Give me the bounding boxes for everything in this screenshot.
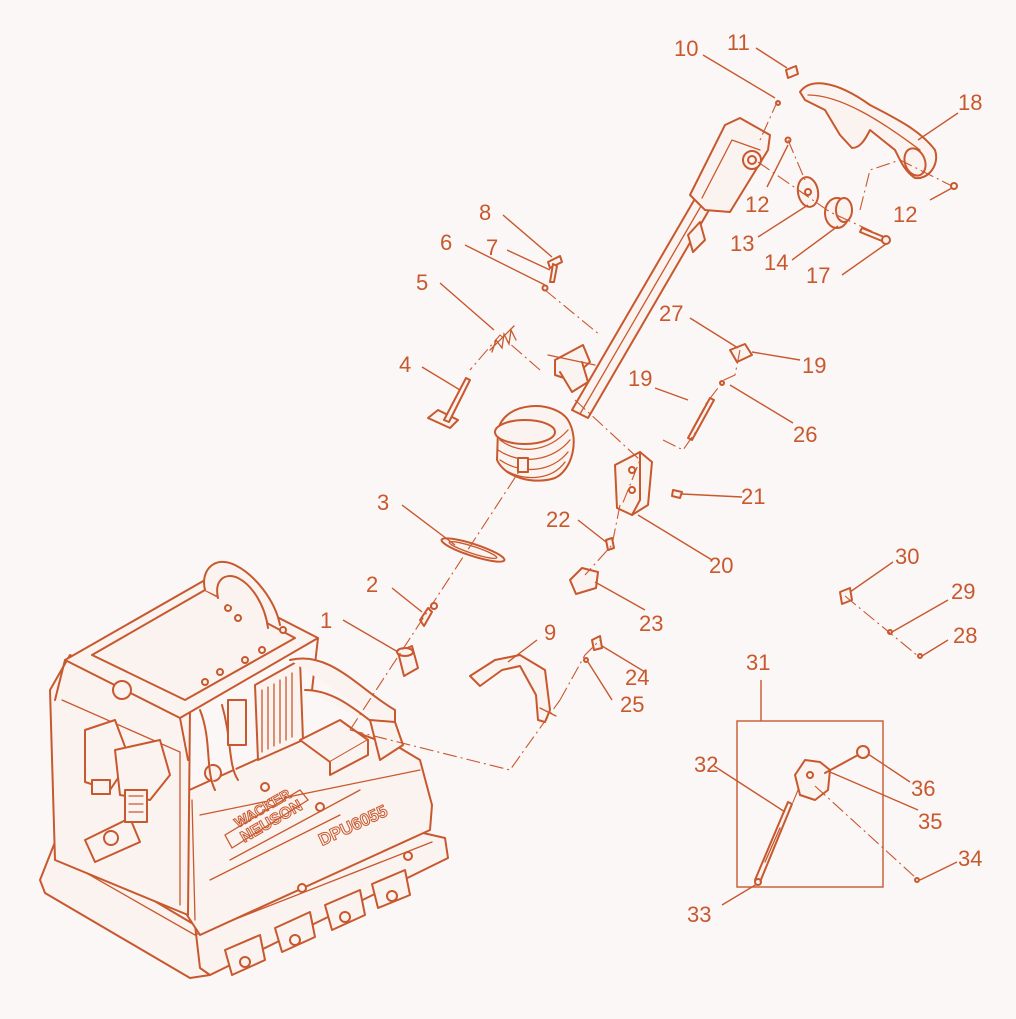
callout-2: 2 xyxy=(366,572,378,597)
guide-handle-assembly xyxy=(396,65,958,888)
callout-5: 5 xyxy=(416,270,428,295)
callout-17: 17 xyxy=(806,263,830,288)
callout-26: 26 xyxy=(793,422,817,447)
callout-14: 14 xyxy=(764,250,788,275)
callout-21: 21 xyxy=(741,484,765,509)
callout-9: 9 xyxy=(544,620,556,645)
callout-28: 28 xyxy=(953,623,977,648)
callout-19-right: 19 xyxy=(802,353,826,378)
callout-6: 6 xyxy=(440,230,452,255)
callout-29: 29 xyxy=(951,579,975,604)
callout-11: 11 xyxy=(727,30,750,55)
callout-4: 4 xyxy=(399,352,411,377)
assembly-center-lines xyxy=(349,99,953,883)
callout-22: 22 xyxy=(546,507,570,532)
plate-compactor-machine: WACKER NEUSON DPU6055 xyxy=(39,560,449,979)
callout-30: 30 xyxy=(895,544,919,569)
callout-25: 25 xyxy=(620,692,644,717)
callout-33: 33 xyxy=(687,902,711,927)
callout-34: 34 xyxy=(958,846,982,871)
callout-35: 35 xyxy=(918,809,942,834)
callout-leaders xyxy=(342,47,959,906)
callout-7: 7 xyxy=(486,235,498,260)
callout-19-left: 19 xyxy=(628,366,652,391)
callout-8: 8 xyxy=(479,200,491,225)
callout-labels: 1 2 3 4 5 6 7 8 9 10 11 12 12 13 14 17 1… xyxy=(320,30,982,927)
callout-10: 10 xyxy=(674,36,698,61)
callout-24: 24 xyxy=(625,665,649,690)
callout-12-upper: 12 xyxy=(745,192,769,217)
callout-36: 36 xyxy=(911,776,935,801)
subassembly-31-frame xyxy=(736,720,884,888)
callout-23: 23 xyxy=(639,611,663,636)
callout-31: 31 xyxy=(746,650,770,675)
callout-32: 32 xyxy=(694,752,718,777)
callout-1: 1 xyxy=(320,608,332,633)
callout-20: 20 xyxy=(709,553,733,578)
callout-13: 13 xyxy=(730,231,754,256)
callout-3: 3 xyxy=(377,490,389,515)
callout-18: 18 xyxy=(958,90,982,115)
callout-27: 27 xyxy=(659,301,683,326)
callout-12-right: 12 xyxy=(893,202,917,227)
